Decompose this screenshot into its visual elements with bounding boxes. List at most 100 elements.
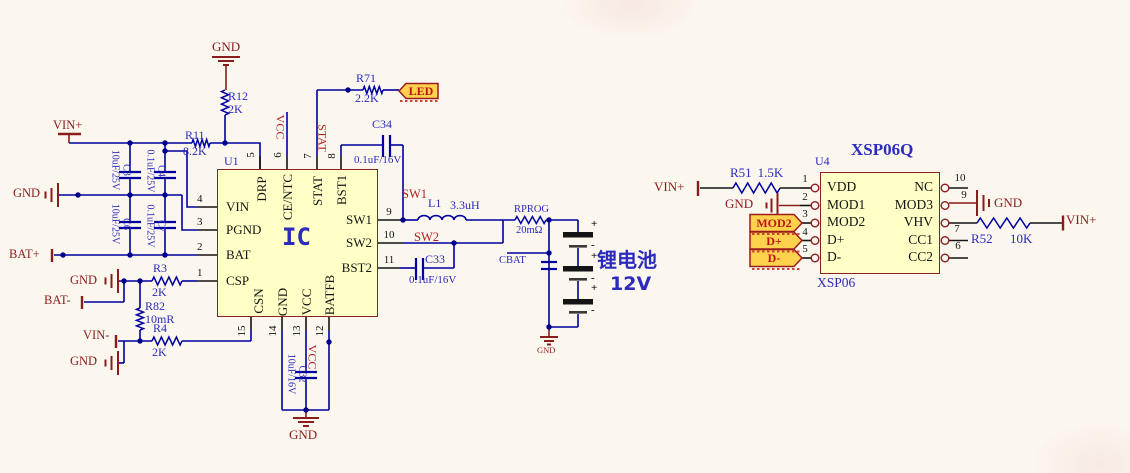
battery-voltage: 12V (610, 273, 652, 295)
junction-dot (127, 140, 133, 146)
r3-ref: R3 (153, 261, 168, 275)
gnd-label-bottom: GND (289, 427, 318, 442)
port-vin-plus: VIN+ (53, 118, 83, 132)
ic-pin-num-bottom-2: 13 (291, 325, 304, 337)
u1-ref: U1 (224, 154, 239, 168)
battery-plate-short (569, 311, 587, 314)
resistor-symbol (219, 89, 231, 116)
connector-title: XSP06Q (851, 140, 914, 159)
net-flag-dminus[interactable]: D- (750, 249, 798, 267)
junction-dot (75, 192, 81, 198)
net-stat: STAT (315, 124, 330, 152)
ic-body-u1[interactable] (217, 169, 378, 317)
port-gnd-3: GND (70, 354, 98, 368)
port-bat-minus: BAT- (44, 293, 71, 307)
gnd-label-top: GND (212, 39, 241, 54)
junction-dot (546, 250, 552, 256)
gnd-label-battery: GND (537, 345, 556, 355)
c34-ref: C34 (372, 117, 393, 131)
conn-pin-name-right-4: CC2 (908, 249, 933, 264)
conn-pin-num-left-3: 4 (802, 225, 808, 238)
port-gnd-1: GND (13, 186, 41, 200)
junction-dot (326, 339, 332, 345)
r3-val: 2K (152, 285, 167, 299)
junction-dot (121, 278, 127, 284)
pin-circle (810, 183, 820, 193)
r71-ref: R71 (356, 71, 377, 85)
pin-circle (810, 200, 820, 210)
junction-dot (400, 217, 406, 223)
battery-plate-long (563, 299, 593, 305)
r12-ref: R12 (228, 89, 249, 103)
port-gnd-conn-right: GND (994, 195, 1023, 210)
ic-pin-name-top-1: CE/NTC (280, 173, 296, 221)
r82-ref: R82 (145, 299, 166, 313)
battery-sign-1: - (591, 239, 595, 251)
resistor-symbol (151, 275, 183, 287)
pin-circle (810, 235, 820, 245)
junction-dot (546, 324, 552, 330)
conn-pin-name-left-0: VDD (827, 179, 857, 194)
ic-pin-num-left-0: 4 (197, 193, 203, 205)
junction-dot (137, 278, 143, 284)
c33-val: 0.1uF/16V (409, 274, 457, 286)
pin-circle (810, 253, 820, 263)
port-vin-plus-conn-right: VIN+ (1066, 212, 1097, 227)
ic-pin-name-left-1: PGND (226, 222, 262, 237)
net-vcc-bottom: VCC (305, 344, 320, 370)
resistor-symbol (976, 216, 1031, 230)
ic-pin-num-right-1: 10 (383, 229, 395, 241)
ic-pin-num-top-3: 8 (326, 153, 339, 159)
net-flag-dminus-label: D- (767, 250, 781, 265)
port-gnd-conn-left: GND (725, 196, 754, 211)
r4-val: 2K (152, 345, 167, 359)
cbat-ref: CBAT (499, 255, 526, 266)
c7-label-value: 0.1uF/25V (145, 204, 156, 248)
battery-plate-long (563, 266, 593, 272)
flag-dminus (749, 248, 804, 268)
ic-pin-num-left-3: 1 (197, 267, 203, 279)
net-flag-led[interactable]: LED (404, 83, 438, 99)
net-vcc-top: VCC (273, 114, 288, 140)
r4-ref: R4 (153, 321, 168, 335)
c4-label-ref: C4 (155, 165, 167, 177)
junction-dot (162, 192, 168, 198)
ic-pin-name-top-2: STAT (310, 175, 326, 207)
conn-pin-name-right-1: MOD3 (894, 196, 933, 212)
ic-pin-name-right-1: SW2 (346, 235, 372, 250)
resistor-symbol (191, 137, 211, 149)
ic-pin-num-left-2: 2 (197, 241, 203, 253)
net-flag-mod2[interactable]: MOD2 (750, 214, 798, 232)
junction-dot (162, 148, 168, 154)
junction-dot (127, 252, 133, 258)
junction-dot (162, 252, 168, 258)
c32-label-value: 10uF/16V (286, 353, 297, 395)
junction-dot (303, 407, 309, 413)
conn-pin-num-left-2: 3 (802, 208, 808, 220)
r82-val: 10mR (145, 312, 175, 326)
connector-body-u4[interactable] (820, 172, 940, 274)
ic-pin-name-bottom-0: CSN (251, 288, 267, 314)
port-bat-plus: BAT+ (9, 247, 40, 261)
ic-pin-num-bottom-1: 14 (267, 325, 280, 337)
conn-pin-num-right-0: 10 (954, 172, 966, 184)
ic-label: IC (282, 223, 311, 251)
battery-sign-2: + (591, 250, 598, 262)
wire (165, 150, 197, 208)
battery-sign-4: + (591, 282, 598, 294)
ic-pin-name-top-3: BST1 (334, 174, 350, 206)
r52-val: 10K (1010, 231, 1033, 246)
battery-name: 锂电池 (597, 248, 657, 272)
ic-pin-name-right-2: BST2 (341, 260, 372, 275)
conn-pin-num-left-0: 1 (802, 173, 808, 185)
rprog-val: 20mΩ (516, 225, 543, 236)
flag-led (397, 82, 439, 100)
c7-label-ref: C7 (155, 220, 167, 232)
resistor-symbol (362, 84, 384, 96)
c33-ref: C33 (425, 252, 446, 266)
inductor-symbol (417, 214, 467, 221)
net-flag-dplus[interactable]: D+ (750, 232, 798, 250)
